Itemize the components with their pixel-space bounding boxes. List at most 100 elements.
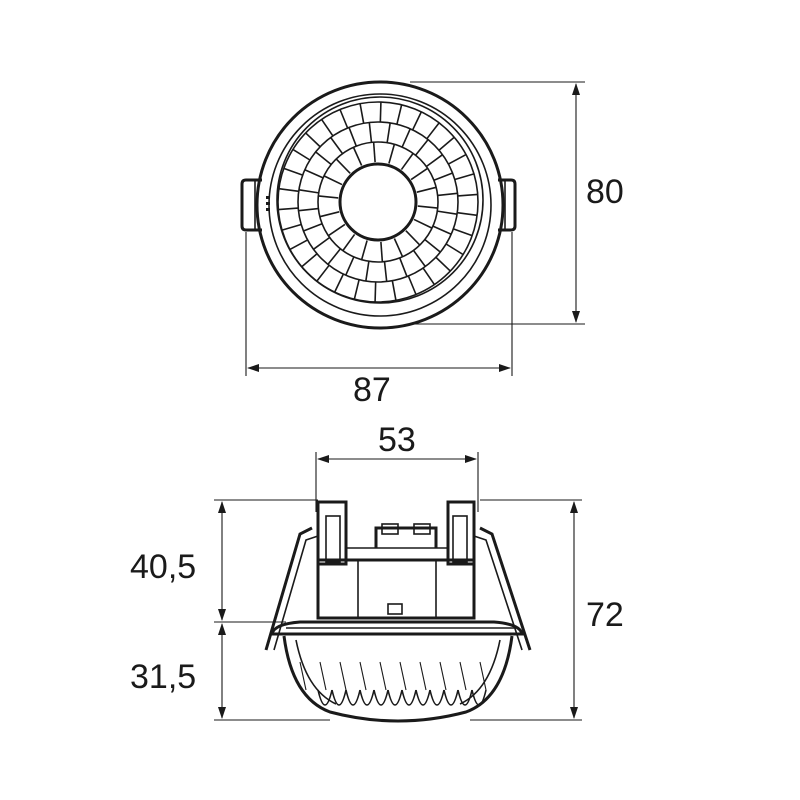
lens-segment-divider [327,248,342,265]
lens-segment-divider [396,104,403,125]
lens-segment-divider [393,238,404,258]
dome-facet [419,661,427,691]
lens-segment-divider [379,102,382,123]
lens-segment-divider [292,148,311,161]
lens-segment-divider [298,189,319,194]
dome-segment [387,689,403,706]
lens-segment-divider [453,228,473,237]
lens-segment-divider [383,261,388,282]
lens-segment-divider [438,136,455,151]
lens-segment-divider [386,122,391,143]
lens-segment-divider [345,256,355,276]
dome-facet [319,661,327,691]
lens-segment-divider [425,154,443,168]
dome-facet [399,661,407,691]
outer-rim [255,80,505,330]
lens-segment-divider [342,233,356,252]
dome-segment [317,689,333,706]
lens-segment-divider [359,103,365,124]
fresnel-lens-segments [277,101,479,303]
lens-segment-divider [278,187,299,193]
lens-segment-divider [426,122,440,140]
dome-facet [379,661,387,691]
dome-segment [401,689,417,706]
lens-segment-divider [374,281,377,302]
spring-clips [264,526,532,651]
dim-label-80: 80 [586,173,624,211]
lens-ring [317,141,439,263]
lens-segment-divider [352,146,363,166]
lens-segment-divider [437,192,458,197]
dim-label-53: 53 [378,421,416,459]
lens-segment-divider [315,151,332,166]
dome-facet [479,661,487,691]
lens-segment-divider [437,210,458,215]
lens-segment-divider [407,275,417,295]
lens-segment-divider [333,273,345,293]
lens-segment-divider [414,139,429,156]
lens-segment-divider [445,243,464,256]
dome-facet [359,661,367,691]
lens-segment-divider [348,127,358,147]
lens-segment-divider [320,118,334,137]
side-view: 53 [130,421,624,723]
left-clip [240,178,262,232]
lens-segment-divider [391,280,397,301]
lens-segment-divider [432,225,452,235]
lens-segment-divider [281,223,302,231]
lens-segment-divider [283,167,303,176]
lens-segment-divider [433,172,453,182]
lens-segment-divider [318,195,339,199]
lens-segment-divider [405,230,421,246]
lens-segment-divider [368,122,373,143]
lens-segment-divider [380,241,384,262]
lens-segment-divider [335,158,351,174]
dim-label-72: 72 [586,596,624,634]
lens-segment-divider [298,207,319,212]
lens-segment-divider [388,144,396,164]
orientation-mark [266,196,270,211]
lens-segment-divider [316,264,330,282]
dome-facet [459,661,467,691]
lens-segment-divider [398,257,408,277]
lens-segment-divider [301,253,318,268]
lens-segment-divider [424,238,441,253]
lens-segment-divider [401,128,411,148]
lens-segment-divider [304,169,324,179]
lens-segment-divider [417,205,438,209]
lens-segment-divider [323,175,343,186]
dome-segment [331,689,347,706]
lens-segment-divider [360,240,368,260]
lens-segment-divider [303,222,323,232]
lens-segment-divider [313,236,331,250]
lens-segment-divider [327,223,346,237]
flange [270,620,524,636]
lens-segment-divider [365,261,370,282]
dome-segment [345,689,361,706]
lens-segment-divider [330,137,344,155]
upper-housing [316,500,476,620]
lens-segment-divider [457,193,478,197]
lens-ring [277,101,479,303]
lens-segment-divider [457,211,478,217]
lens-segment-divider [400,152,414,171]
dome-segment [457,689,473,706]
lens-segment-divider [410,167,429,181]
lens-segment-divider [454,173,475,181]
dome-facet [339,661,347,691]
dome-facet [299,661,307,691]
lens-segment-divider [411,111,423,131]
lens-segment-divider [305,132,321,148]
lens-segment-divider [413,218,433,229]
lens-segment-divider [353,279,360,300]
lens-center [338,162,418,242]
dome-facet [439,661,447,691]
lens-segment-divider [372,142,376,163]
lens-outer-edge [276,96,484,304]
lens-segment-divider [435,256,451,272]
lens-segment-divider [416,186,437,193]
lens-segment-divider [319,211,340,218]
lens-segment-divider [339,109,349,129]
lens-segment-divider [448,153,467,165]
